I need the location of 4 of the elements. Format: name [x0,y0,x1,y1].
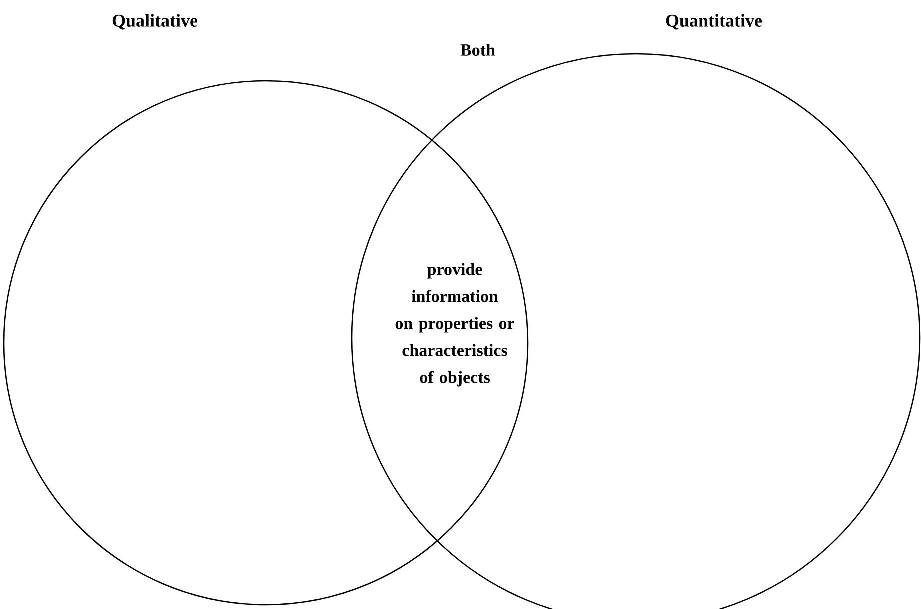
circle-heading: Qualitative [112,14,198,30]
circle-heading: Quantitative [666,14,762,30]
overlap-text: provide information on properties or characteristics of objects [396,263,514,387]
overlap-heading: Both [460,44,496,56]
